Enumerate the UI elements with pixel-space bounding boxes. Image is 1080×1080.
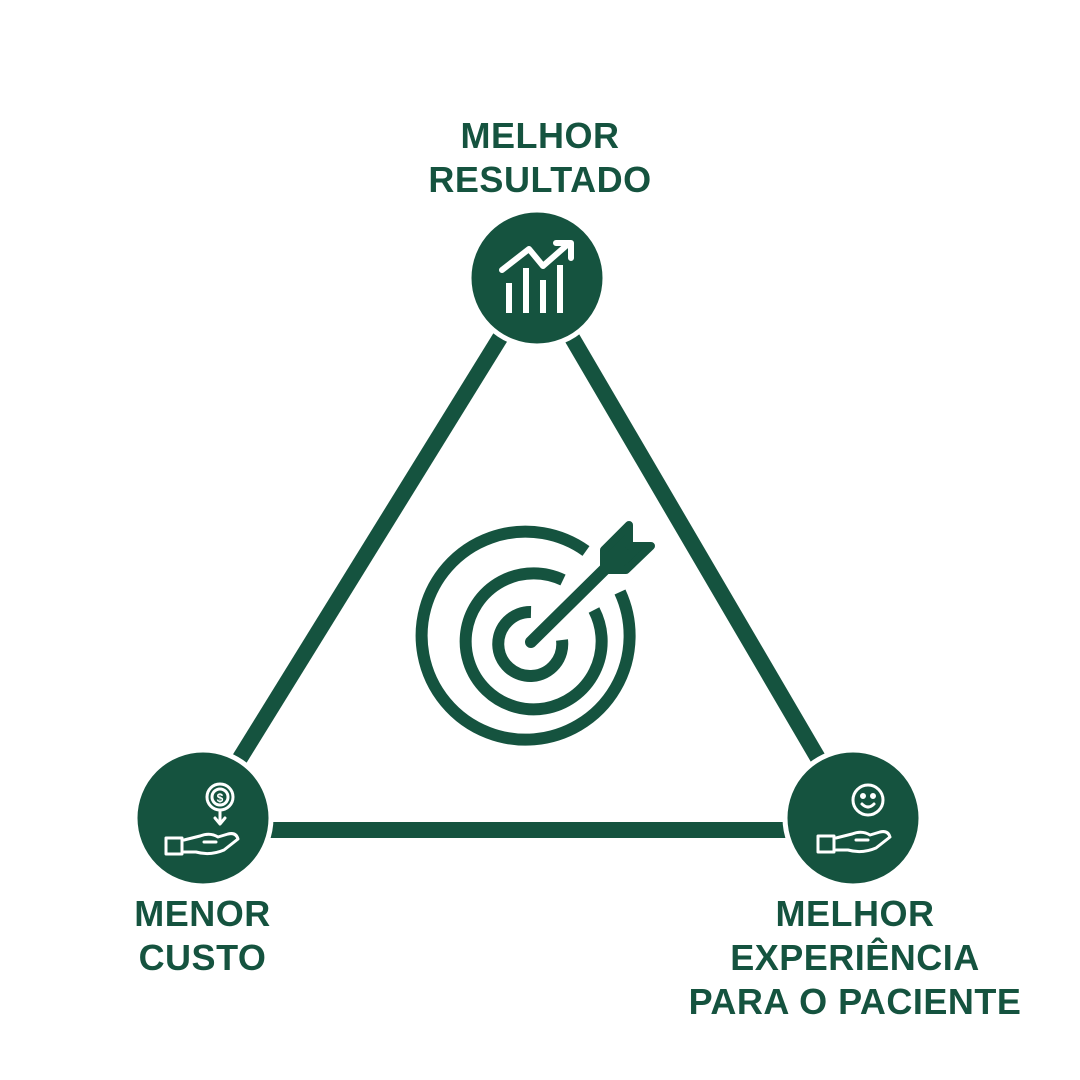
edge-top-right: [530, 273, 860, 823]
label-top-line-1: MELHOR: [460, 115, 620, 156]
node-top-circle: [466, 207, 608, 349]
label-left-line-2: CUSTO: [138, 937, 267, 978]
node-right: [782, 747, 924, 889]
growth-chart-icon: [499, 240, 574, 313]
node-right-circle: [782, 747, 924, 889]
label-melhor-resultado: MELHOR RESULTADO: [370, 114, 710, 202]
label-melhor-experiencia: MELHOR EXPERIÊNCIA PARA O PACIENTE: [650, 892, 1060, 1024]
triangle-edges: [196, 273, 860, 838]
node-left-circle: [132, 747, 274, 889]
label-right-line-3: PARA O PACIENTE: [688, 981, 1022, 1022]
edge-top-left: [196, 273, 544, 823]
svg-text:$: $: [217, 791, 224, 805]
label-left-line-1: MENOR: [134, 893, 271, 934]
node-top: [466, 207, 608, 349]
hand-smiley-icon: [816, 783, 892, 854]
hand-coin-icon: $: [164, 782, 240, 856]
label-menor-custo: MENOR CUSTO: [60, 892, 345, 980]
node-left: $: [132, 747, 274, 889]
target-arrow-icon: [415, 521, 655, 746]
label-top-line-2: RESULTADO: [428, 159, 652, 200]
label-right-line-1: MELHOR: [775, 893, 935, 934]
label-right-line-2: EXPERIÊNCIA: [730, 937, 980, 978]
